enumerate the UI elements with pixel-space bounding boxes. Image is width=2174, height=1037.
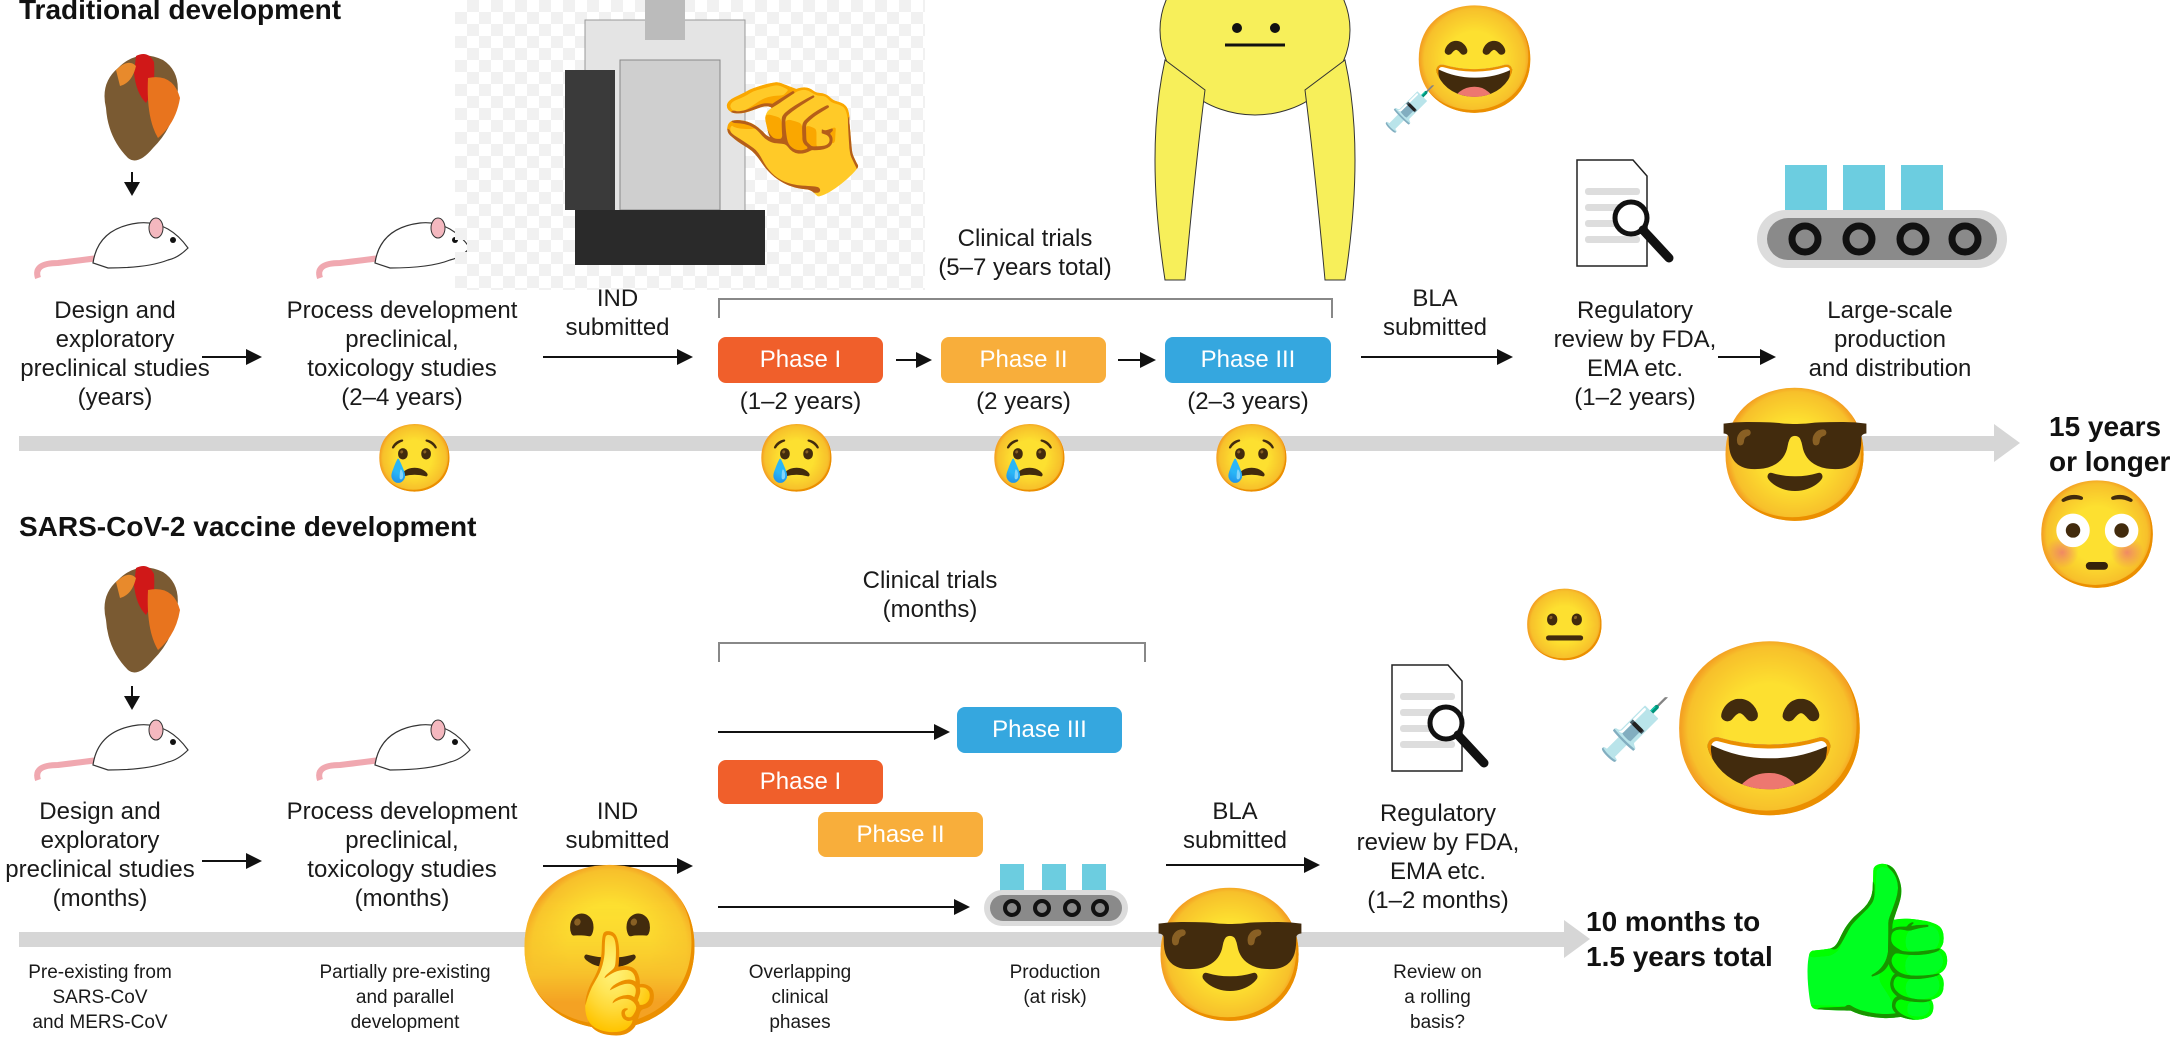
traditional-title: Traditional development: [19, 0, 342, 25]
flow-arrow: [896, 352, 932, 368]
cool-agent-face-icon: 😎: [1149, 882, 1311, 1028]
flushed-face-icon: 😳: [2032, 476, 2163, 594]
thumbs-up-green-face-icon: 👍: [1781, 856, 1969, 1024]
nurse-face-icon: 😄: [1409, 1, 1541, 119]
peeking-face-icon: 😐: [1521, 586, 1609, 664]
spike-protein-icon: [104, 566, 180, 673]
flow-arrow: [718, 724, 950, 740]
step-bla: BLA submitted: [1382, 285, 1488, 341]
note-overlapping: Overlapping clinical phases: [748, 962, 852, 1033]
step-bla: BLA submitted: [1182, 798, 1288, 854]
step-review: Regulatory review by FDA, EMA etc. (1–2 …: [1553, 297, 1717, 411]
cnc-machine-icon: [565, 0, 765, 265]
document-magnifier-icon: [1576, 159, 1674, 267]
flow-arrow: [1118, 352, 1156, 368]
note-rolling: Review on a rolling basis?: [1393, 962, 1482, 1033]
clinical-bracket: [718, 642, 1146, 662]
phase-2-duration: (2 years): [976, 388, 1071, 415]
lab-mouse-icon: [34, 217, 189, 279]
crying-face-icon: 😢: [373, 420, 457, 495]
phase-1-box: Phase I: [718, 760, 883, 804]
document-magnifier-icon: [1391, 664, 1489, 772]
syringe-icon: 💉: [1382, 85, 1438, 134]
down-arrow: [124, 686, 140, 710]
step-design: Design and exploratory preclinical studi…: [20, 297, 210, 411]
phase-3-duration: (2–3 years): [1187, 388, 1309, 415]
flow-arrow: [202, 349, 262, 365]
flow-arrow: [1361, 349, 1513, 365]
lab-mouse-icon: [34, 719, 189, 781]
syringe-icon: 💉: [1597, 696, 1673, 763]
lab-mouse-icon: [316, 217, 471, 279]
shushing-grimace-face-icon: 🤫: [510, 857, 710, 1037]
phase-2-box: Phase II: [818, 812, 983, 857]
step-review: Regulatory review by FDA, EMA etc. (1–2 …: [1356, 800, 1520, 914]
flow-arrow: [1718, 349, 1776, 365]
spike-protein-icon: [104, 54, 180, 161]
phase-3-box: Phase III: [1165, 337, 1331, 383]
timeline-bar: [19, 932, 1564, 947]
phase-1-box: Phase I: [718, 337, 883, 383]
crying-face-icon: 😢: [1210, 420, 1294, 495]
phase-1-duration: (1–2 years): [739, 388, 862, 415]
note-partial: Partially pre-existing and parallel deve…: [319, 962, 491, 1033]
sars-total: 10 months to 1.5 years total: [1586, 906, 1773, 972]
step-production: Large-scale production and distribution: [1808, 297, 1972, 382]
sars-title: SARS-CoV-2 vaccine development: [19, 511, 477, 542]
flow-arrow: [718, 899, 970, 915]
crying-face-icon: 😢: [755, 420, 839, 495]
clinical-trials-header: Clinical trials (5–7 years total): [938, 225, 1112, 281]
phase-2-box: Phase II: [941, 337, 1106, 383]
step-design: Design and exploratory preclinical studi…: [5, 798, 195, 912]
conveyor-belt-icon: [1757, 165, 2007, 268]
timeline-bar: [19, 436, 1994, 451]
crying-face-icon: 😢: [988, 420, 1072, 495]
nurse-face-icon: 😄: [1664, 635, 1876, 825]
pinching-hand-icon: 🤏: [709, 62, 871, 208]
flow-arrow: [202, 853, 262, 869]
down-arrow: [124, 172, 140, 196]
flow-arrow: [543, 858, 693, 874]
note-preexisting: Pre-existing from SARS-CoV and MERS-CoV: [28, 962, 172, 1033]
step-ind: IND submitted: [565, 285, 670, 341]
timeline-arrowhead: [1994, 424, 2020, 462]
conveyor-belt-icon: [984, 864, 1128, 926]
cool-agent-face-icon: 😎: [1714, 382, 1876, 528]
step-process: Process development preclinical, toxicol…: [286, 798, 518, 912]
lab-mouse-icon: [316, 719, 471, 781]
flow-arrow: [1166, 857, 1320, 873]
traditional-total: 15 years or longer: [2049, 411, 2171, 477]
clinical-trials-header: Clinical trials (months): [862, 567, 998, 623]
step-process: Process development preclinical, toxicol…: [286, 297, 518, 411]
phase-3-box: Phase III: [957, 707, 1122, 753]
timeline-arrowhead: [1564, 920, 1590, 958]
note-production: Production (at risk): [1009, 962, 1101, 1008]
step-ind: IND submitted: [565, 798, 670, 854]
clinical-bracket: [718, 298, 1333, 318]
flow-arrow: [543, 349, 693, 365]
muscular-neutral-face-icon: [1154, 0, 1356, 281]
